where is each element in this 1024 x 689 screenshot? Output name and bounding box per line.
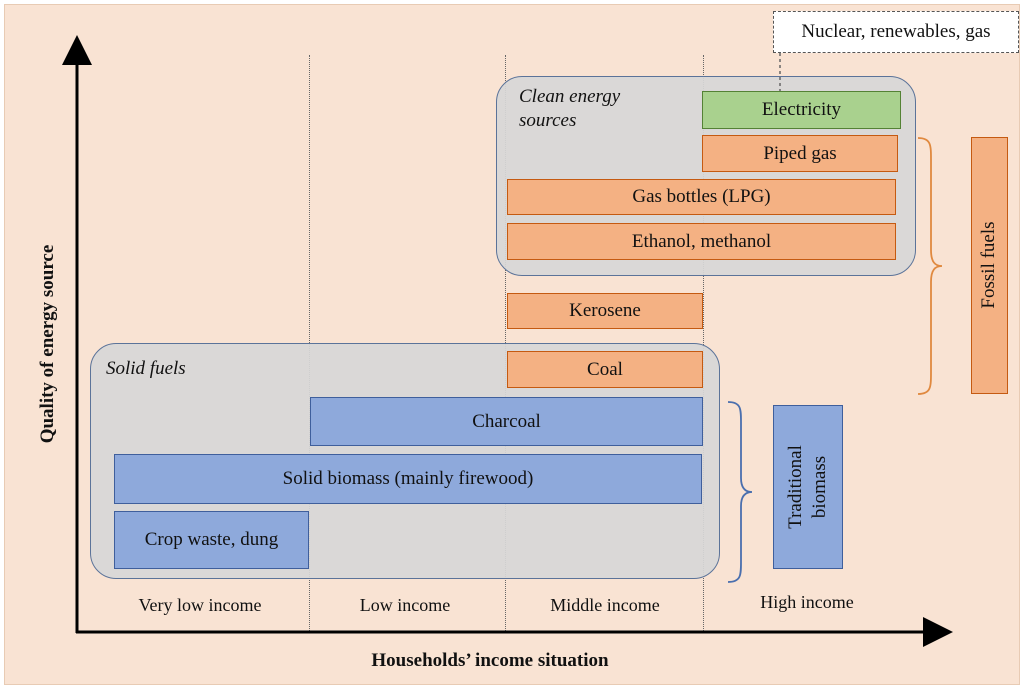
kerosene-box: Kerosene: [507, 293, 703, 329]
nuclear-renewables-note: Nuclear, renewables, gas: [773, 11, 1019, 53]
solid-fuels-label: Solid fuels: [106, 358, 186, 379]
income-label-middle: Middle income: [550, 595, 660, 615]
fossil-fuels-bracket: [917, 137, 943, 395]
traditional-biomass-box: [773, 405, 843, 569]
charcoal-box: Charcoal: [310, 397, 703, 446]
x-axis-label: Households’ income situation: [371, 650, 609, 671]
income-label-very-low: Very low income: [138, 595, 262, 615]
clean-energy-label: Clean energy sources: [519, 86, 621, 131]
solid-biomass-box: Solid biomass (mainly firewood): [114, 454, 702, 504]
crop-waste-box: Crop waste, dung: [114, 511, 309, 569]
ethanol-box: Ethanol, methanol: [507, 223, 896, 260]
coal-box: Coal: [507, 351, 703, 388]
income-label-high: High income: [760, 592, 854, 612]
piped-gas-box: Piped gas: [702, 135, 898, 172]
electricity-box: Electricity: [702, 91, 901, 129]
income-label-low: Low income: [359, 595, 451, 615]
gas-bottles-box: Gas bottles (LPG): [507, 179, 896, 215]
traditional-biomass-bracket: [727, 401, 753, 583]
fossil-fuels-box: [971, 137, 1008, 394]
